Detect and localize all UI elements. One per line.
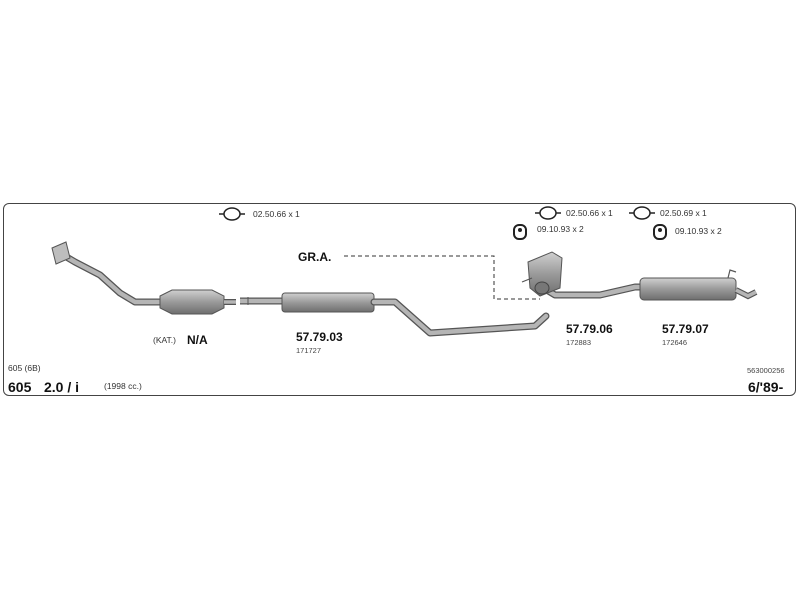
intermediate-silencer [521, 251, 650, 299]
diagram-frame [3, 203, 796, 396]
hardware-label: 02.50.66 x 1 [566, 208, 613, 218]
part-ref: 171727 [296, 346, 322, 355]
part-ref: 172646 [662, 338, 688, 347]
catalyst-prefix: (KAT.) [153, 335, 176, 345]
part-ref: 172883 [566, 338, 592, 347]
middle-silencer [240, 292, 550, 337]
group-leader-line [344, 255, 540, 300]
catalytic-converter [159, 289, 236, 315]
clamp-icon [535, 206, 561, 220]
clamp-icon [629, 206, 655, 220]
engine-label: 2.0 / i [44, 379, 80, 395]
part-number: 57.79.06 [566, 322, 613, 336]
date-range: 6/'89- [748, 379, 784, 395]
rear-silencer [639, 269, 758, 301]
catalog-number: 563000256 [747, 366, 785, 375]
clamp-icon [219, 207, 245, 221]
model-variant: 605 (6B) [8, 363, 41, 373]
model-name: 605 [8, 379, 32, 395]
group-label: GR.A. [298, 250, 332, 264]
catalyst-label: N/A [187, 333, 208, 347]
rubber-hanger-icon [653, 224, 667, 240]
part-number: 57.79.03 [296, 330, 343, 344]
displacement-label: (1998 cc.) [104, 381, 142, 391]
hardware-label: 02.50.66 x 1 [253, 209, 300, 219]
hardware-label: 09.10.93 x 2 [675, 226, 722, 236]
hardware-label: 09.10.93 x 2 [537, 224, 584, 234]
hardware-label: 02.50.69 x 1 [660, 208, 707, 218]
rubber-hanger-icon [513, 224, 527, 240]
part-number: 57.79.07 [662, 322, 709, 336]
front-pipe [51, 241, 169, 306]
